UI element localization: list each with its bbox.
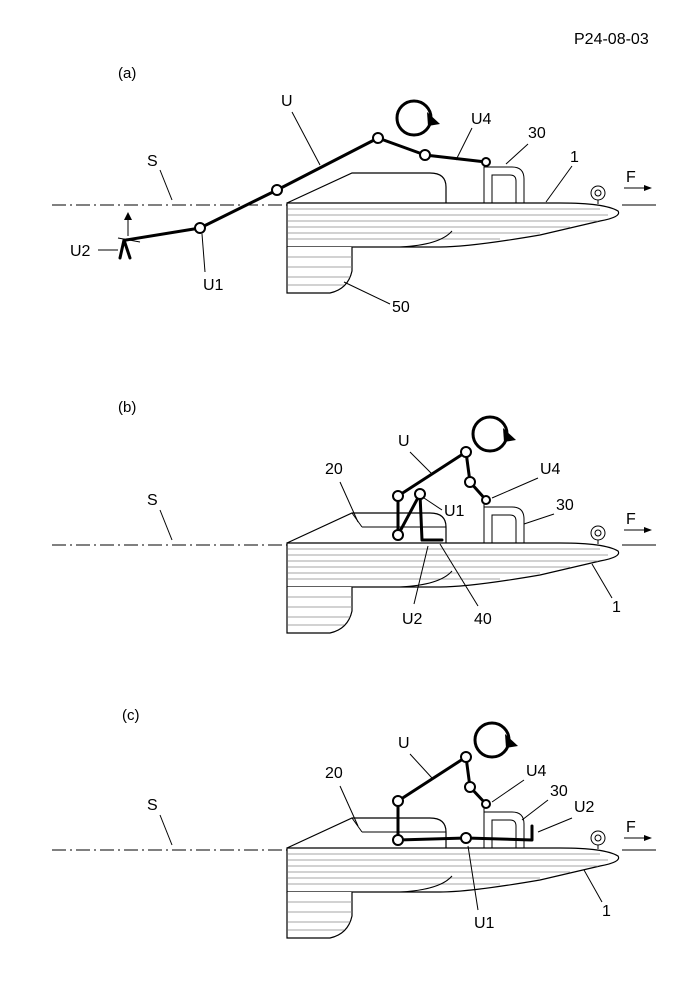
label-handle: 30 — [556, 497, 574, 514]
board — [286, 803, 620, 939]
label-rider: U — [398, 433, 410, 450]
panel-b: (b) — [52, 399, 656, 634]
label-board: 1 — [612, 599, 621, 616]
rider — [392, 415, 516, 542]
label-surface: S — [147, 492, 158, 509]
panel-label: (c) — [122, 707, 140, 724]
label-handle: 30 — [550, 783, 568, 800]
label-knee: U1 — [474, 915, 495, 932]
label-direction: F — [626, 819, 636, 836]
panel-label: (b) — [118, 399, 136, 416]
panel-c: (c) — [52, 707, 656, 939]
label-surface: S — [147, 797, 158, 814]
label-feet: U2 — [574, 799, 595, 816]
label-deck: 20 — [325, 765, 343, 782]
label-elbow: U4 — [471, 111, 492, 128]
label-rider: U — [281, 93, 293, 110]
label-board: 1 — [602, 903, 611, 920]
label-elbow: U4 — [540, 461, 561, 478]
figure-id: P24-08-03 — [574, 31, 649, 48]
panel-a: (a) — [52, 65, 656, 316]
label-direction: F — [626, 511, 636, 528]
label-deck: 20 — [325, 461, 343, 478]
rider — [117, 99, 491, 260]
label-feet: U2 — [70, 243, 91, 260]
label-surface: S — [147, 153, 158, 170]
label-rider: U — [398, 735, 410, 752]
label-direction: F — [626, 169, 636, 186]
label-fin: 50 — [392, 299, 410, 316]
label-board: 1 — [570, 149, 579, 166]
label-handle: 30 — [528, 125, 546, 142]
rider — [392, 721, 534, 846]
label-footrest: 40 — [474, 611, 492, 628]
label-knee: U1 — [444, 503, 465, 520]
label-elbow: U4 — [526, 763, 547, 780]
label-knee: U1 — [203, 277, 224, 294]
panel-label: (a) — [118, 65, 136, 82]
board — [286, 166, 620, 294]
label-feet: U2 — [402, 611, 423, 628]
